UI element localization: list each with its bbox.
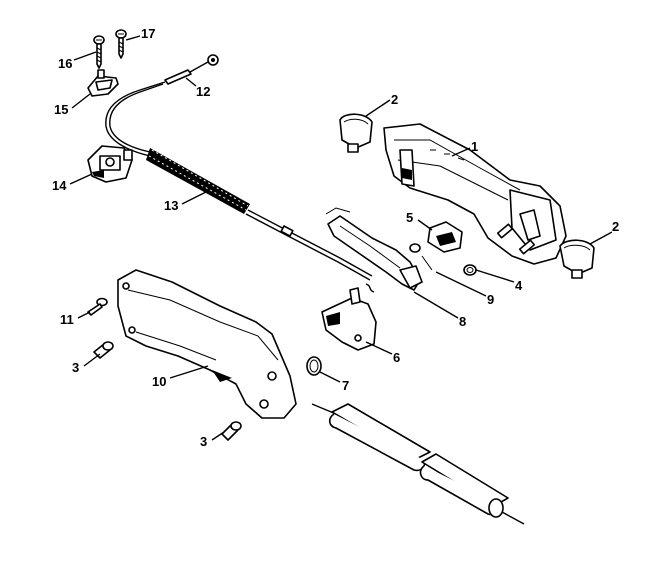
label-part-2: 2	[612, 219, 619, 234]
label-part-7: 7	[342, 378, 349, 393]
label-part-17: 17	[141, 26, 155, 41]
part-15-clamp	[87, 69, 119, 97]
label-part-3: 3	[72, 360, 79, 375]
shaft-tube	[311, 403, 525, 525]
label-part-8: 8	[459, 314, 466, 329]
part-8-trigger	[325, 207, 423, 291]
part-17-screw	[115, 29, 127, 59]
part-7-spring	[306, 356, 322, 376]
part-12-throttle-cable	[105, 54, 219, 157]
part-9-spring	[409, 243, 433, 271]
label-part-14: 14	[52, 178, 67, 193]
label-part-12: 12	[196, 84, 210, 99]
part-4-spring	[463, 264, 477, 276]
part-6-lever-housing	[321, 287, 377, 351]
label-part-3: 3	[200, 434, 207, 449]
part-5-lockout	[427, 221, 463, 253]
part-11-screw	[87, 297, 108, 316]
part-13-cable-spring	[146, 148, 375, 293]
label-part-2: 2	[391, 92, 398, 107]
label-part-4: 4	[515, 278, 523, 293]
part-16-screw	[93, 35, 105, 69]
part-14-switch	[87, 145, 133, 183]
part-10-handle-half	[117, 269, 297, 419]
part-3-screw-lower	[221, 421, 242, 441]
label-part-9: 9	[487, 292, 494, 307]
part-1-handle-housing	[383, 123, 567, 265]
label-part-1: 1	[471, 139, 478, 154]
label-part-10: 10	[152, 374, 166, 389]
label-part-16: 16	[58, 56, 72, 71]
label-part-6: 6	[393, 350, 400, 365]
part-2-clamp-top	[339, 113, 373, 153]
leader-lines	[69, 35, 613, 441]
part-labels: 1 2 2 3 3 4 5 6 7 8 9 10 11 12 13 14 15 …	[52, 26, 619, 449]
part-2-clamp-right	[559, 239, 595, 279]
label-part-15: 15	[54, 102, 68, 117]
label-part-11: 11	[60, 312, 74, 327]
label-part-5: 5	[406, 210, 413, 225]
label-part-13: 13	[164, 198, 178, 213]
